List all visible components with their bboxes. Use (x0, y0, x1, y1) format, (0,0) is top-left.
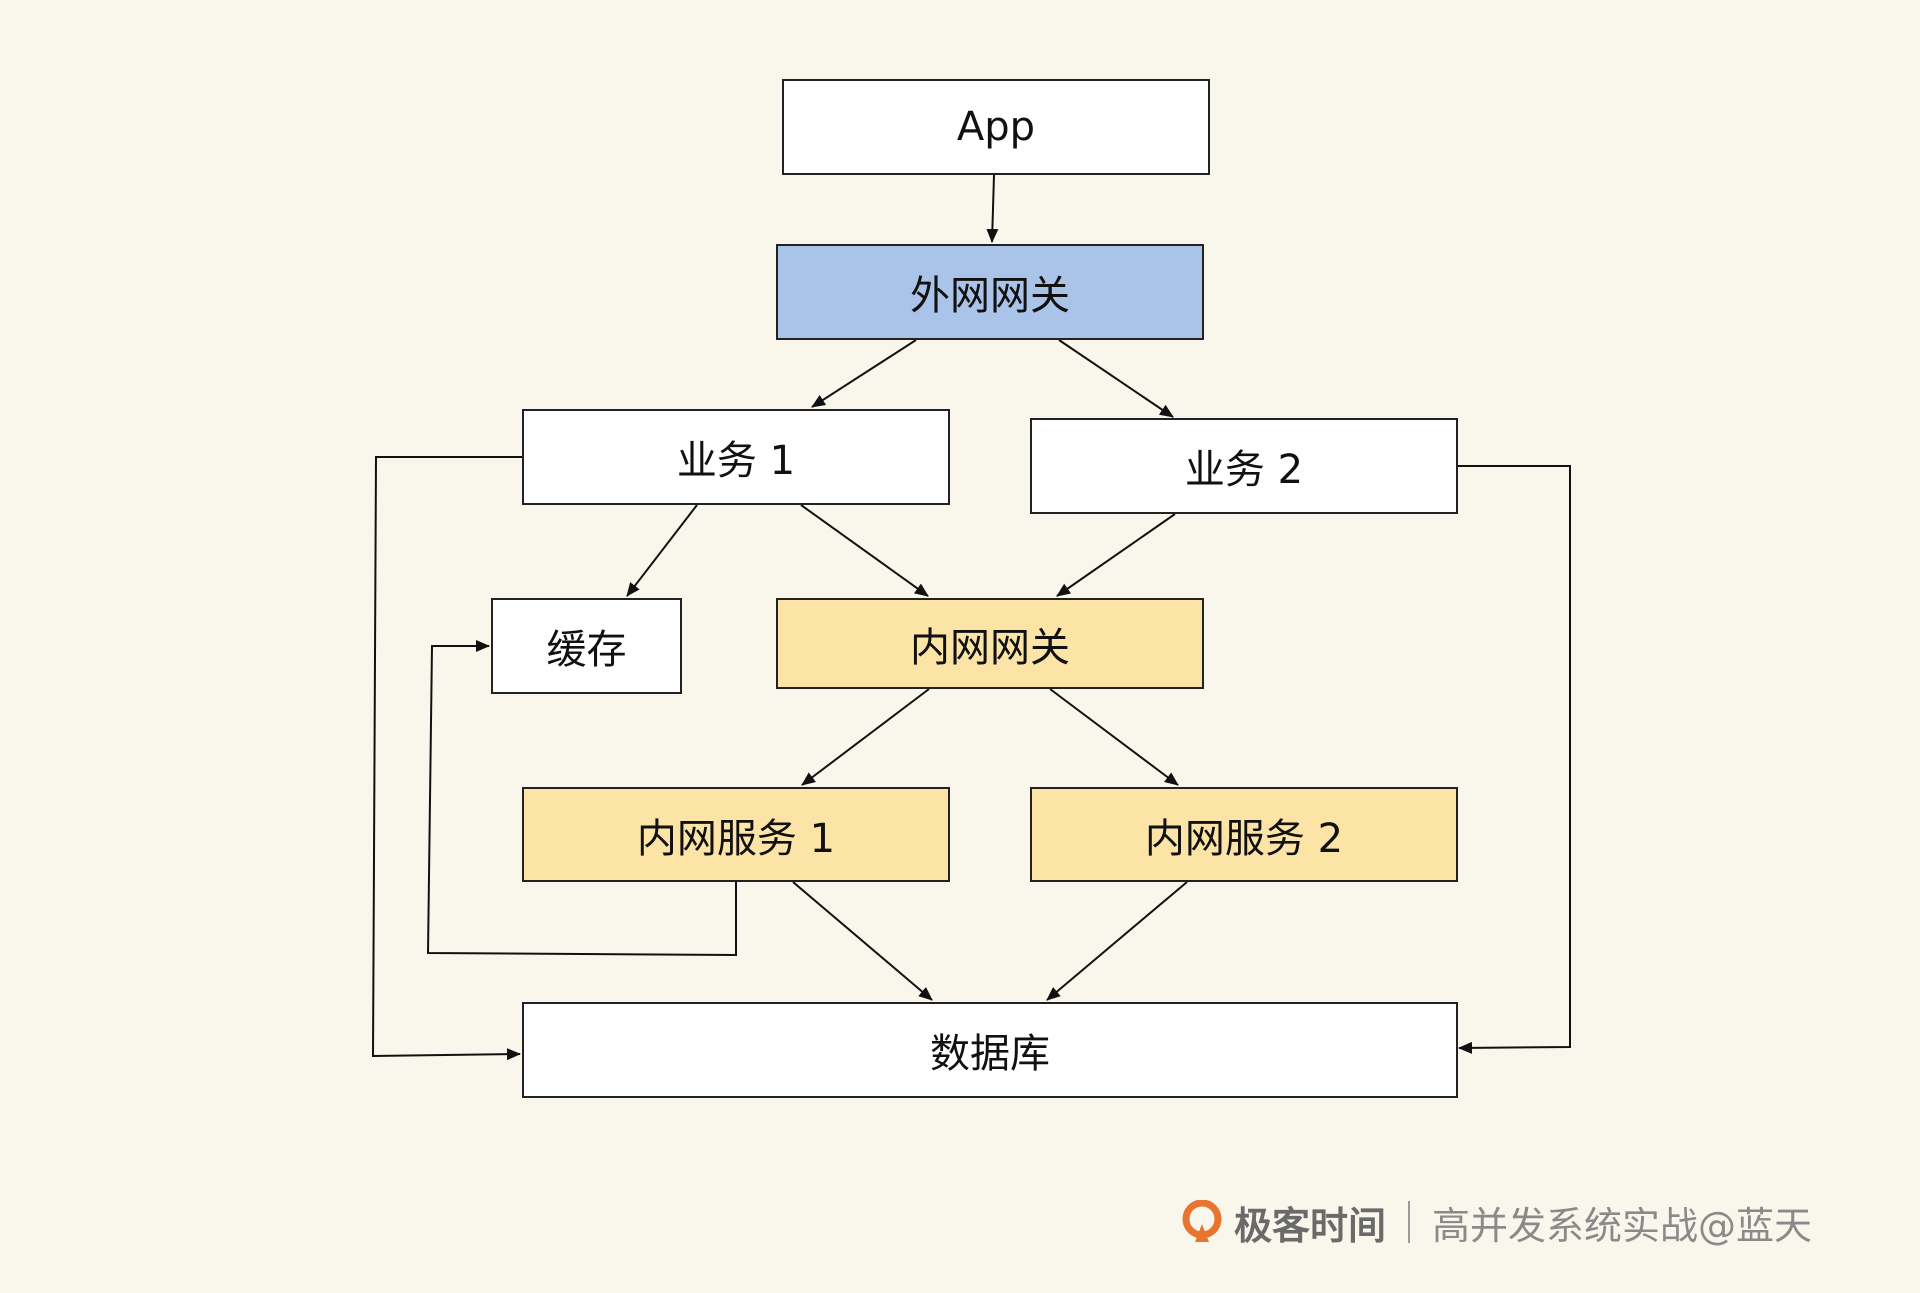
business1-node: 业务 1 (522, 409, 950, 505)
internal-gateway-node: 内网网关 (776, 598, 1204, 689)
business1-label: 业务 1 (676, 438, 796, 484)
edge-external-gateway-to-business2 (1058, 339, 1174, 418)
internal-service2-label: 内网服务 2 (1144, 815, 1344, 862)
edge-business2-to-database (1457, 465, 1571, 1054)
business2-node: 业务 2 (1030, 418, 1458, 514)
database-node: 数据库 (522, 1002, 1458, 1098)
edge-service1-to-cache (426, 640, 737, 957)
edge-business1-to-internal-gateway (800, 504, 929, 597)
footer-watermark: 极客时间 高并发系统实战@蓝天 (1180, 1192, 1900, 1252)
edge-internal-gateway-to-service1 (801, 688, 930, 786)
internal-gateway-label: 内网网关 (910, 624, 1070, 671)
internal-service1-node: 内网服务 1 (522, 787, 950, 882)
app-node: App (782, 79, 1210, 175)
edge-internal-gateway-to-service2 (1049, 688, 1179, 786)
database-label: 数据库 (930, 1031, 1050, 1077)
footer-divider (1408, 1201, 1411, 1243)
internal-service1-label: 内网服务 1 (636, 815, 836, 862)
edge-service2-to-database (1046, 881, 1188, 1001)
brand-name: 极客时间 (1234, 1203, 1387, 1248)
app-label: App (956, 104, 1036, 150)
course-title: 高并发系统实战@蓝天 (1432, 1203, 1813, 1248)
edge-service1-to-database (792, 881, 933, 1001)
edge-business1-to-database (371, 456, 522, 1061)
edge-app-to-external-gateway (986, 174, 999, 243)
edge-business1-to-cache (626, 504, 698, 597)
geektime-logo-icon (1180, 1199, 1224, 1244)
cache-label: 缓存 (546, 627, 627, 673)
business2-label: 业务 2 (1184, 447, 1304, 493)
edge-business2-to-internal-gateway (1056, 513, 1176, 597)
cache-node: 缓存 (491, 598, 682, 694)
internal-service2-node: 内网服务 2 (1030, 787, 1458, 882)
external-gateway-node: 外网网关 (776, 244, 1204, 340)
external-gateway-label: 外网网关 (910, 273, 1070, 319)
edge-external-gateway-to-business1 (811, 339, 917, 408)
